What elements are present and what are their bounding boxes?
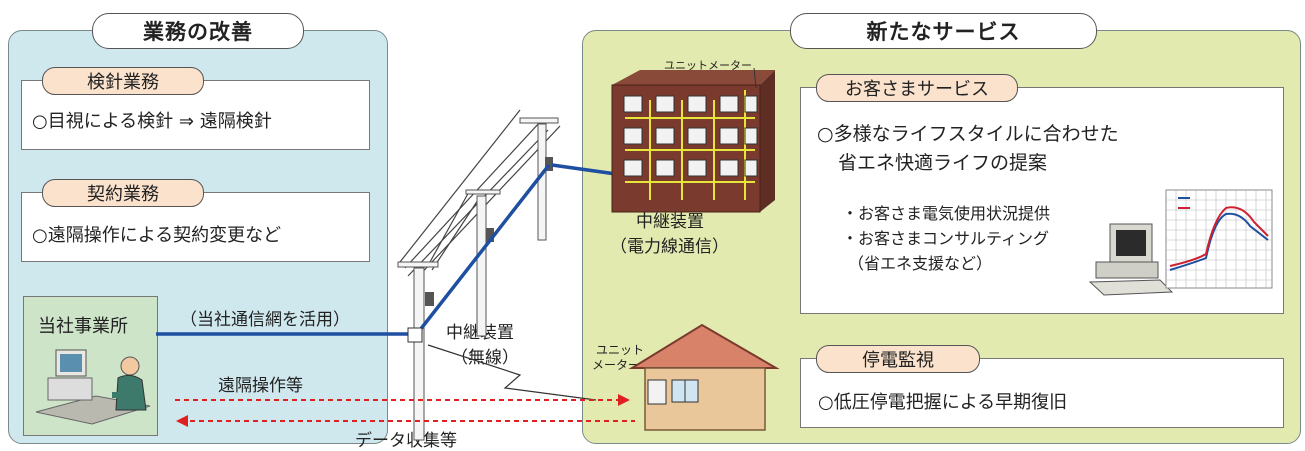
pole-transformers	[425, 157, 553, 306]
outage-tag: 停電監視	[816, 345, 980, 373]
meter-reading-tag: 検針業務	[42, 67, 204, 95]
unit-meter-house-label-2: メーター	[592, 358, 641, 372]
meter-reading-text: ○目視による検針 ⇒ 遠隔検針	[32, 111, 272, 132]
relay-plc-label-1: 中継装置	[636, 212, 704, 232]
office-label: 当社事業所	[38, 316, 128, 337]
relay-wireless-label-2: （無線）	[451, 348, 519, 368]
utility-poles	[397, 117, 559, 441]
relay-wireless-label-1: 中継装置	[446, 323, 514, 343]
service-bullet-consulting: ・お客さまコンサルティング	[842, 229, 1050, 248]
wireless-relay-device	[407, 327, 423, 343]
chart-legend-today: 当日	[1192, 206, 1208, 215]
network-label: （当社通信網を活用）	[180, 310, 350, 330]
data-collection-label: データ収集等	[355, 431, 457, 451]
new-services-title: 新たなサービス	[790, 13, 1097, 49]
outage-text: ○低圧停電把握による早期復旧	[818, 392, 1068, 413]
service-bullet-usage: ・お客さま電気使用状況提供	[842, 204, 1051, 223]
remote-operation-label: 遠隔操作等	[218, 376, 303, 396]
service-bullet-energy-saving: （省エネ支援など）	[848, 254, 993, 273]
contract-text: ○遠隔操作による契約変更など	[32, 225, 282, 246]
chart-legend-previous-day: 前日	[1192, 195, 1208, 204]
customer-service-line-2: 省エネ快適ライフの提案	[838, 152, 1048, 174]
power-wires	[399, 109, 561, 281]
customer-service-tag: お客さまサービス	[816, 74, 1018, 102]
contract-tag: 契約業務	[42, 179, 204, 207]
relay-plc-label-2: （電力線通信）	[610, 237, 729, 257]
unit-meter-top-label: ユニットメーター	[664, 59, 752, 72]
customer-service-line-1: ○多様なライフスタイルに合わせた	[817, 123, 1119, 145]
improvement-title: 業務の改善	[92, 13, 304, 49]
